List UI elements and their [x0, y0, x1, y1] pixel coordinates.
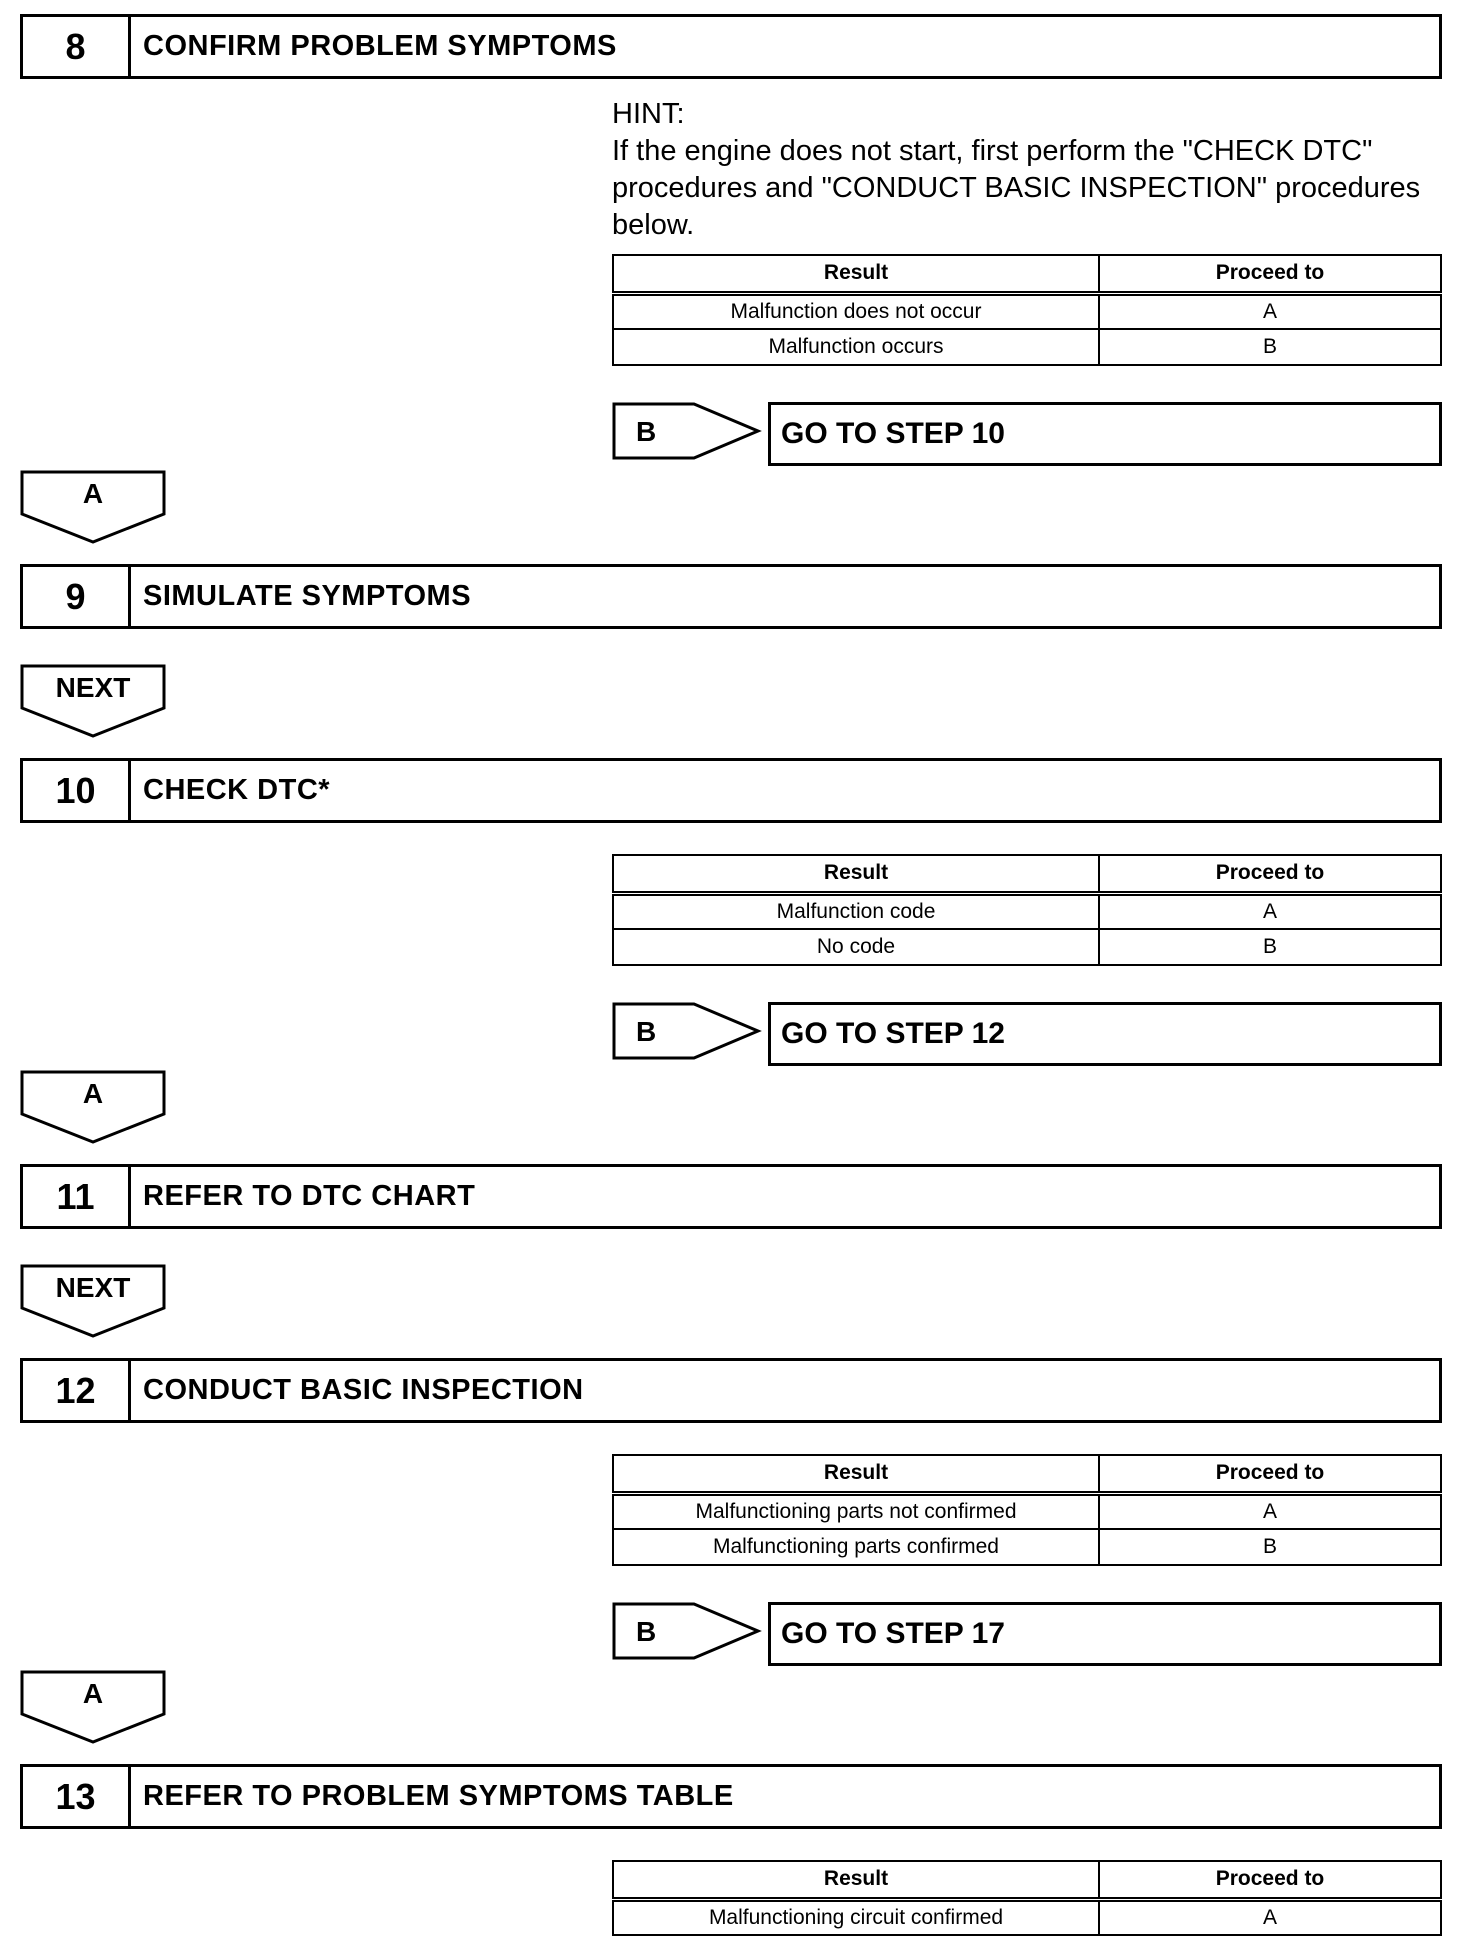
branch-arrow-icon — [612, 1602, 762, 1660]
table-row: No code B — [612, 928, 1442, 966]
table-header-row: Result Proceed to — [612, 1860, 1442, 1902]
table-header-proceed: Proceed to — [1098, 854, 1442, 896]
step-10-header: 10 CHECK DTC* — [20, 758, 1442, 823]
table-cell: Malfunctioning parts not confirmed — [612, 1492, 1100, 1530]
step-title: CONFIRM PROBLEM SYMPTOMS — [143, 30, 617, 62]
table-header-result: Result — [612, 254, 1100, 296]
hint-block: HINT: If the engine does not start, firs… — [612, 96, 1432, 244]
table-cell: A — [1098, 292, 1442, 330]
table-header-row: Result Proceed to — [612, 254, 1442, 296]
table-header-proceed: Proceed to — [1098, 1454, 1442, 1496]
arrow-a-1[interactable]: A — [20, 470, 166, 544]
table-header-result: Result — [612, 1454, 1100, 1496]
table-cell: B — [1098, 928, 1442, 966]
step-12-header: 12 CONDUCT BASIC INSPECTION — [20, 1358, 1442, 1423]
table-row: Malfunction code A — [612, 892, 1442, 930]
down-arrow-icon — [20, 1070, 166, 1144]
step-8-header: 8 CONFIRM PROBLEM SYMPTOMS — [20, 14, 1442, 79]
arrow-label: A — [82, 478, 104, 509]
arrow-label: A — [82, 1078, 104, 1109]
table-header-result: Result — [612, 1860, 1100, 1902]
table-row: Malfunction occurs B — [612, 328, 1442, 366]
table-row: Malfunctioning parts confirmed B — [612, 1528, 1442, 1566]
goto-step-17-link[interactable]: GO TO STEP 17 — [768, 1602, 1442, 1666]
step-title: CONDUCT BASIC INSPECTION — [143, 1374, 584, 1406]
table-header-proceed: Proceed to — [1098, 254, 1442, 296]
down-arrow-icon — [20, 470, 166, 544]
result-table-step-13: Result Proceed to Malfunctioning circuit… — [612, 1860, 1442, 1936]
table-cell: Malfunction occurs — [612, 328, 1100, 366]
table-row: Malfunctioning circuit confirmed A — [612, 1898, 1442, 1936]
table-cell: B — [1098, 328, 1442, 366]
branch-letter: B — [636, 1016, 657, 1047]
step-title: CHECK DTC* — [143, 774, 331, 806]
table-cell: Malfunctioning circuit confirmed — [612, 1898, 1100, 1936]
result-table-step-10: Result Proceed to Malfunction code A No … — [612, 854, 1442, 966]
arrow-next-2[interactable]: NEXT — [20, 1264, 166, 1338]
table-row: Malfunction does not occur A — [612, 292, 1442, 330]
step-title: REFER TO DTC CHART — [143, 1180, 476, 1212]
step-title: SIMULATE SYMPTOMS — [143, 580, 472, 612]
branch-letter: B — [636, 1616, 657, 1647]
table-row: Malfunctioning parts not confirmed A — [612, 1492, 1442, 1530]
step-number: 9 — [23, 567, 131, 626]
table-cell: Malfunction does not occur — [612, 292, 1100, 330]
table-cell: Malfunction code — [612, 892, 1100, 930]
table-header-row: Result Proceed to — [612, 854, 1442, 896]
result-table-step-8: Result Proceed to Malfunction does not o… — [612, 254, 1442, 366]
table-cell: Malfunctioning parts confirmed — [612, 1528, 1100, 1566]
branch-letter: B — [636, 416, 657, 447]
table-cell: A — [1098, 892, 1442, 930]
branch-b-step-10[interactable]: B GO TO STEP 10 — [612, 402, 1442, 466]
step-13-header: 13 REFER TO PROBLEM SYMPTOMS TABLE — [20, 1764, 1442, 1829]
step-number: 13 — [23, 1767, 131, 1826]
step-9-header: 9 SIMULATE SYMPTOMS — [20, 564, 1442, 629]
table-header-row: Result Proceed to — [612, 1454, 1442, 1496]
arrow-label: NEXT — [55, 1272, 131, 1303]
table-cell: No code — [612, 928, 1100, 966]
hint-label: HINT: — [612, 98, 685, 130]
arrow-next-1[interactable]: NEXT — [20, 664, 166, 738]
arrow-a-3[interactable]: A — [20, 1670, 166, 1744]
step-number: 12 — [23, 1361, 131, 1420]
down-arrow-icon — [20, 1264, 166, 1338]
table-header-result: Result — [612, 854, 1100, 896]
down-arrow-icon — [20, 664, 166, 738]
branch-arrow-icon — [612, 1002, 762, 1060]
table-cell: A — [1098, 1898, 1442, 1936]
step-11-header: 11 REFER TO DTC CHART — [20, 1164, 1442, 1229]
branch-b-step-17[interactable]: B GO TO STEP 17 — [612, 1602, 1442, 1666]
table-header-proceed: Proceed to — [1098, 1860, 1442, 1902]
arrow-a-2[interactable]: A — [20, 1070, 166, 1144]
arrow-label: NEXT — [55, 672, 131, 703]
step-number: 10 — [23, 761, 131, 820]
result-table-step-12: Result Proceed to Malfunctioning parts n… — [612, 1454, 1442, 1566]
down-arrow-icon — [20, 1670, 166, 1744]
table-cell: A — [1098, 1492, 1442, 1530]
branch-arrow-icon — [612, 402, 762, 460]
hint-text: If the engine does not start, first perf… — [612, 135, 1421, 241]
goto-step-10-link[interactable]: GO TO STEP 10 — [768, 402, 1442, 466]
arrow-label: A — [82, 1678, 104, 1709]
table-cell: B — [1098, 1528, 1442, 1566]
step-number: 8 — [23, 17, 131, 76]
step-number: 11 — [23, 1167, 131, 1226]
branch-b-step-12[interactable]: B GO TO STEP 12 — [612, 1002, 1442, 1066]
step-title: REFER TO PROBLEM SYMPTOMS TABLE — [143, 1780, 734, 1812]
goto-step-12-link[interactable]: GO TO STEP 12 — [768, 1002, 1442, 1066]
